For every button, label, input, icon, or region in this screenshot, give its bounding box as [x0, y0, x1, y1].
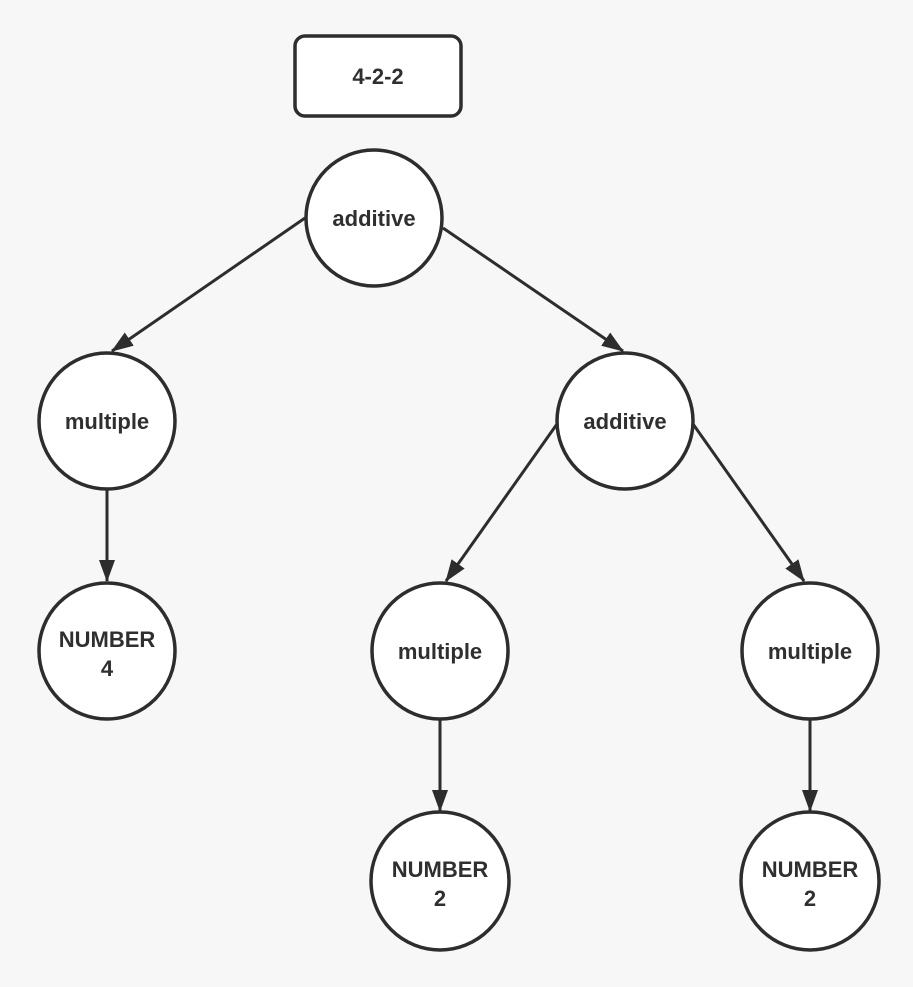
edge-root-additive-to-left-multiple [111, 216, 306, 353]
input-box-shape [293, 34, 463, 118]
edge-root-additive-to-right-additive [442, 226, 624, 353]
edges-layer [99, 216, 818, 812]
left-multiple-label: multiple [65, 409, 149, 434]
node-right-multiple: multiple [740, 581, 880, 721]
node-input-box: 4-2-2 [293, 34, 463, 118]
mid-number-2-token-value: 2 [434, 886, 446, 911]
mid-number-2-circle [369, 810, 511, 952]
mid-multiple-circle [370, 581, 510, 721]
edge-right-additive-to-mid-multiple [444, 423, 559, 582]
right-number-2-token-label: NUMBER [762, 857, 859, 882]
input-box-label: 4-2-2 [352, 64, 403, 89]
right-multiple-label: multiple [768, 639, 852, 664]
right-additive-circle [555, 351, 695, 491]
edge-right-additive-to-right-multiple [691, 423, 806, 582]
left-multiple-circle [37, 351, 177, 491]
right-multiple-circle [740, 581, 880, 721]
number-4-circle [37, 581, 177, 721]
node-right-additive: additive [555, 351, 695, 491]
node-mid-number-2: NUMBER 2 [369, 810, 511, 952]
right-additive-label: additive [583, 409, 666, 434]
right-number-2-circle [739, 810, 881, 952]
root-additive-circle [304, 148, 444, 288]
root-additive-label: additive [332, 206, 415, 231]
node-mid-multiple: multiple [370, 581, 510, 721]
node-left-multiple: multiple [37, 351, 177, 491]
node-right-number-2: NUMBER 2 [739, 810, 881, 952]
number-4-token-value: 4 [101, 656, 114, 681]
right-number-2-token-value: 2 [804, 886, 816, 911]
number-4-token-label: NUMBER [59, 627, 156, 652]
node-number-4: NUMBER 4 [37, 581, 177, 721]
mid-multiple-label: multiple [398, 639, 482, 664]
node-root-additive: additive [304, 148, 444, 288]
mid-number-2-token-label: NUMBER [392, 857, 489, 882]
